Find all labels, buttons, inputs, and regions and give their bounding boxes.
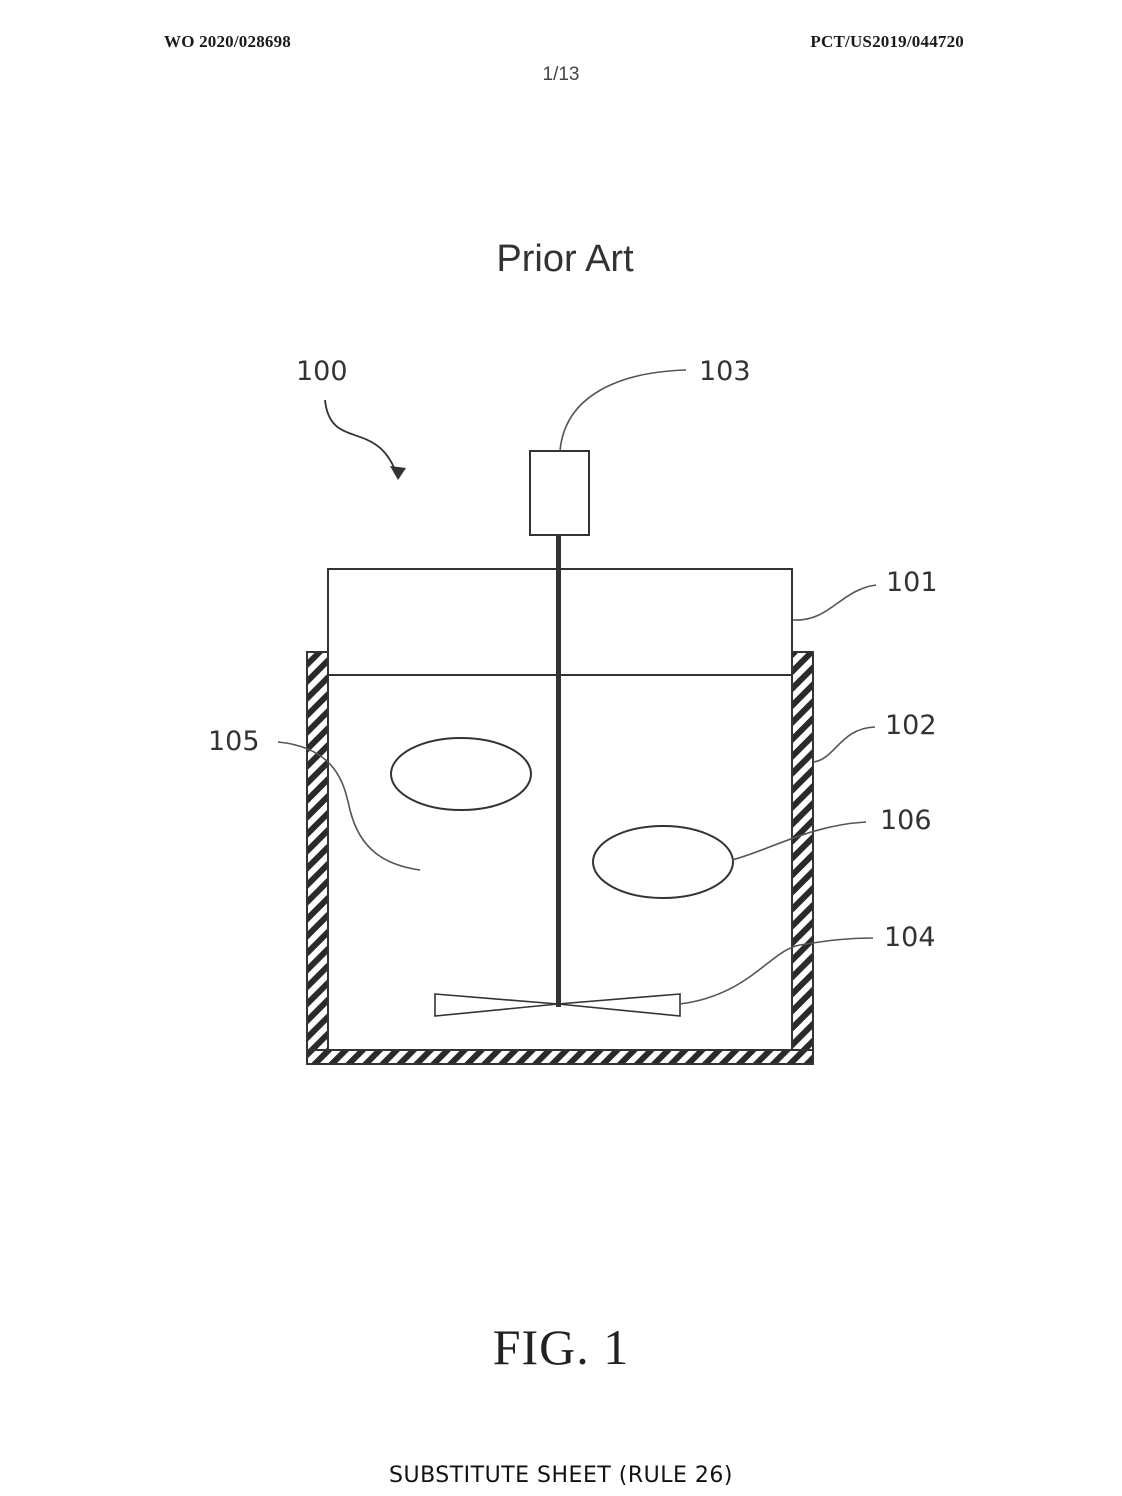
ref-101: 101 [886,567,938,598]
particle-upper-left [390,737,532,811]
application-number: PCT/US2019/044720 [810,32,964,51]
impeller [434,993,681,1017]
particle-right [592,825,734,899]
system-arrow [324,399,406,480]
bioreactor-diagram: Prior Art 100 103 101 102 105 106 [208,238,938,1065]
ref-104: 104 [884,922,936,953]
footer-text: SUBSTITUTE SHEET (RULE 26) [389,1463,733,1488]
figure-label: FIG. 1 [492,1319,630,1375]
ref-105: 105 [208,726,260,757]
figure-title: Prior Art [496,238,634,280]
ref-102: 102 [885,710,937,741]
sheet-number: 1/13 [542,64,580,85]
leader-lines [277,369,877,1005]
motor [529,450,590,536]
ref-103: 103 [699,356,751,387]
shaft [556,535,561,1007]
ref-100: 100 [296,356,348,387]
ref-106: 106 [880,805,932,836]
publication-number: WO 2020/028698 [164,32,291,51]
